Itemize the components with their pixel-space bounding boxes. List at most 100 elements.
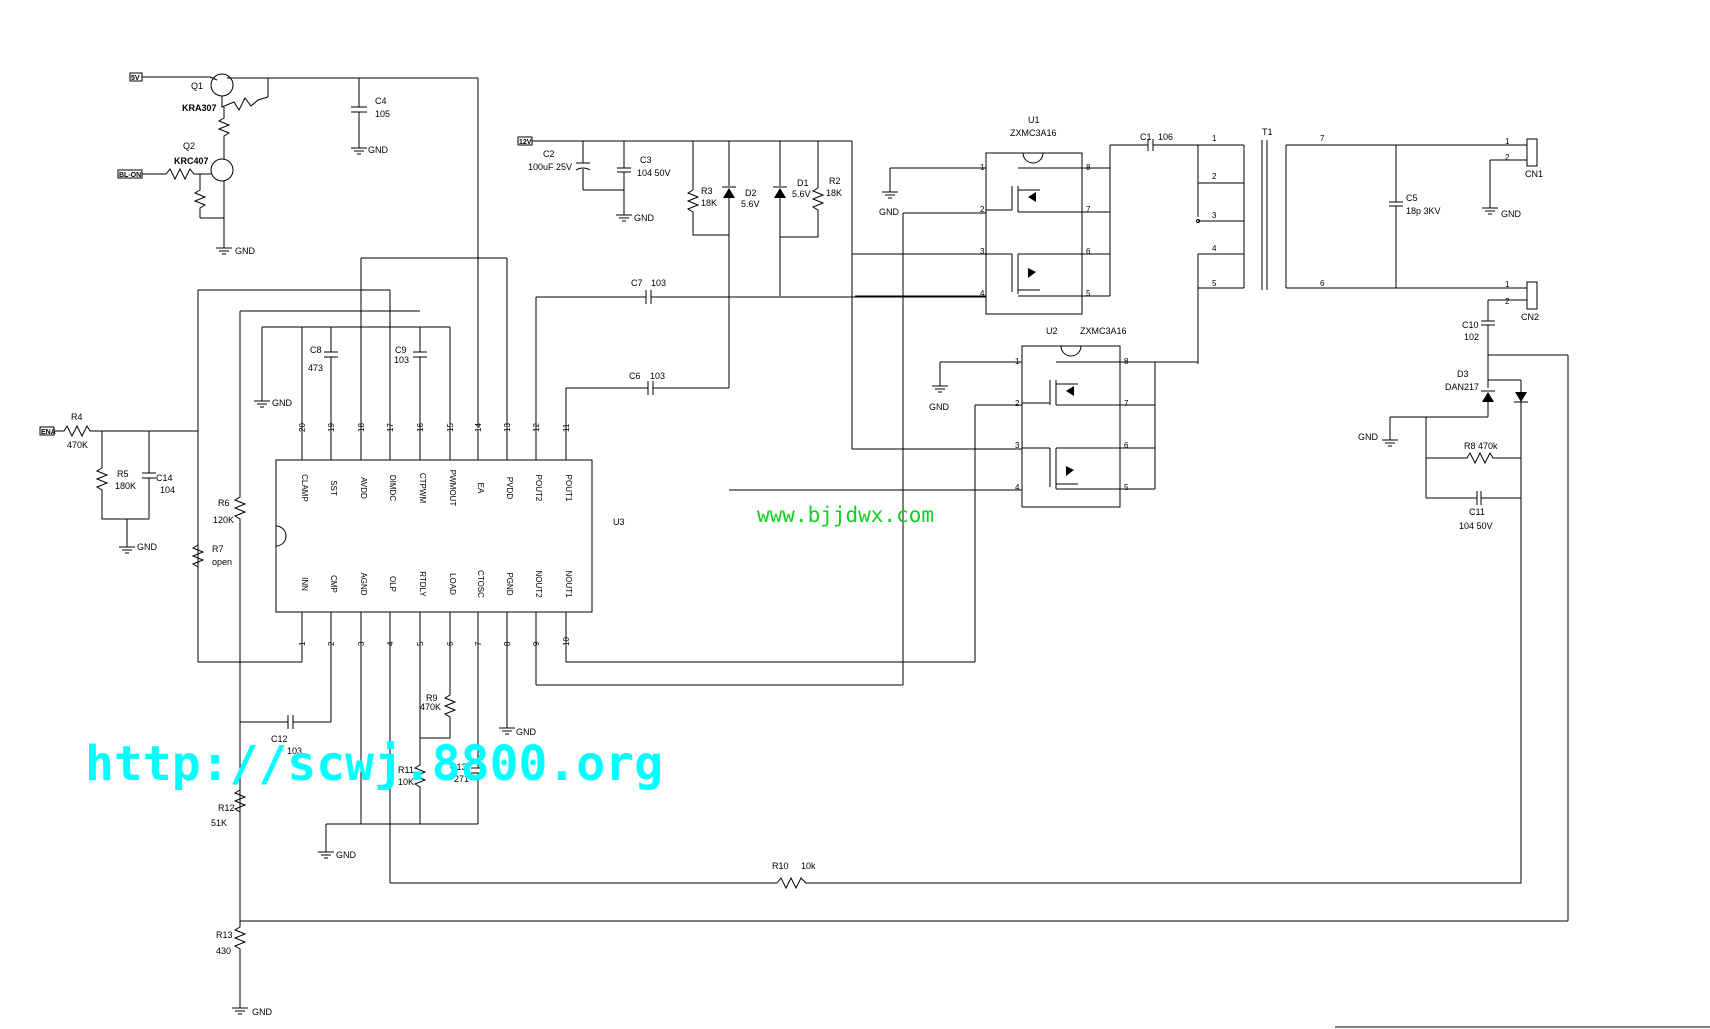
svg-text:14: 14: [474, 423, 483, 432]
r13-ref: R13: [216, 930, 233, 940]
svg-text:1: 1: [1505, 137, 1510, 146]
svg-text:GND: GND: [235, 246, 256, 256]
u1-body: [985, 152, 1083, 315]
r3-resistor: [686, 189, 729, 236]
svg-text:AVDD: AVDD: [359, 477, 368, 499]
watermark-site-small: www.bjjdwx.com: [757, 503, 934, 527]
c11-value: 104 50V: [1459, 521, 1493, 531]
q1-q2-section: 5V Q1 KRA307 BL-ON Q2 KRC407 GND C4 105: [117, 72, 479, 428]
svg-text:6: 6: [1124, 441, 1129, 450]
q1-bias-resistor: [221, 96, 269, 112]
r11-resistor: [413, 630, 427, 824]
c12-ref: C12: [271, 734, 288, 744]
d2-zener: [723, 188, 735, 198]
r10-resistor: [776, 873, 1522, 890]
d1-value: 5.6V: [792, 189, 811, 199]
c4-value: 105: [375, 109, 390, 119]
r2-resistor: [780, 187, 825, 238]
svg-text:GND: GND: [252, 1007, 273, 1017]
svg-text:2: 2: [1505, 153, 1510, 162]
svg-text:GND: GND: [1501, 209, 1522, 219]
r6-ref: R6: [218, 498, 230, 508]
c3-value: 104 50V: [637, 168, 671, 178]
u3-ref: U3: [613, 517, 625, 527]
svg-text:GND: GND: [272, 398, 293, 408]
port-bl-on-label: BL-ON: [119, 172, 141, 179]
d2-value: 5.6V: [741, 199, 760, 209]
svg-text:RTDLY: RTDLY: [418, 571, 427, 597]
c4-ref: C4: [375, 96, 387, 106]
u3-controller: U3: [275, 459, 625, 613]
cn1-ref: CN1: [1525, 169, 1543, 179]
c2-value: 100uF 25V: [528, 162, 572, 172]
vin-section: 12V C2 100uF 25V C3 104 50V GND R3 18K D…: [517, 136, 1022, 450]
r13-value: 430: [216, 946, 231, 956]
svg-text:NOUT1: NOUT1: [564, 570, 573, 598]
r3-value: 18K: [701, 198, 717, 208]
svg-text:5: 5: [1124, 483, 1129, 492]
r12-ref: R12: [218, 803, 235, 813]
r-q2-pull: [193, 174, 207, 218]
r5-value: 180K: [115, 481, 136, 491]
r11-ref: R11: [398, 765, 414, 775]
u2-body: [1021, 345, 1121, 508]
u1-value: ZXMC3A16: [1010, 128, 1057, 138]
svg-text:LOAD: LOAD: [448, 573, 457, 595]
u2-ref: U2: [1046, 326, 1058, 336]
c9-value: 103: [394, 355, 409, 365]
r8-resistor: [1426, 451, 1521, 465]
u2-mosfet: U2 ZXMC3A16 1 2 3 4 8 7 6 5 GND: [729, 212, 1198, 685]
u1-ref: U1: [1028, 115, 1040, 125]
d3-diode-b: [1515, 392, 1527, 402]
transformer-section: C1 106 1 2 3 4 5 T1 7 6 C5 18p 3KV: [1140, 127, 1510, 364]
d3-diode-a: [1482, 392, 1494, 402]
svg-text:4: 4: [1015, 483, 1020, 492]
svg-text:DIMDC: DIMDC: [388, 475, 397, 501]
c1-ref: C1: [1140, 132, 1152, 142]
svg-text:SST: SST: [329, 480, 338, 496]
q2-transistor: [210, 158, 234, 182]
r5-ref: R5: [117, 469, 129, 479]
c7-value: 103: [651, 278, 666, 288]
d3-value: DAN217: [1445, 382, 1479, 392]
c3-ref: C3: [640, 155, 652, 165]
svg-text:GND: GND: [368, 145, 389, 155]
u3-bottom-wiring: C12 103 GND R10 10k R11 10K R9 470K C13 …: [211, 630, 1568, 1017]
svg-text:CMP: CMP: [329, 575, 338, 593]
svg-text:NOUT2: NOUT2: [534, 570, 543, 598]
c5-ref: C5: [1406, 193, 1418, 203]
svg-text:AGND: AGND: [359, 572, 368, 595]
svg-text:1: 1: [1505, 280, 1510, 289]
c12-value: 103: [287, 746, 302, 756]
r5-resistor: [95, 467, 149, 520]
q2-ref: Q2: [183, 141, 195, 151]
c2-electrolytic: [575, 167, 591, 171]
r2-value: 18K: [826, 188, 842, 198]
svg-text:7: 7: [1086, 205, 1091, 214]
svg-text:2: 2: [1212, 172, 1217, 181]
svg-text:5: 5: [1212, 279, 1217, 288]
c5-value: 18p 3KV: [1406, 206, 1441, 216]
r8-ref: R8: [1464, 441, 1476, 451]
svg-text:CTOSC: CTOSC: [476, 570, 485, 598]
d1-ref: D1: [797, 178, 809, 188]
svg-text:2: 2: [1505, 297, 1510, 306]
c7-ref: C7: [631, 278, 643, 288]
svg-text:CTPWM: CTPWM: [418, 473, 427, 504]
d2-ref: D2: [745, 188, 757, 198]
svg-text:INN: INN: [300, 577, 309, 591]
r9-value: 470K: [420, 702, 441, 712]
u1-mosfet: U1 ZXMC3A16 1 2 3 4 8 7 6 5 GND: [855, 115, 1148, 315]
svg-text:4: 4: [980, 289, 985, 298]
r13-resistor: [233, 921, 247, 1008]
svg-text:7: 7: [1124, 399, 1129, 408]
